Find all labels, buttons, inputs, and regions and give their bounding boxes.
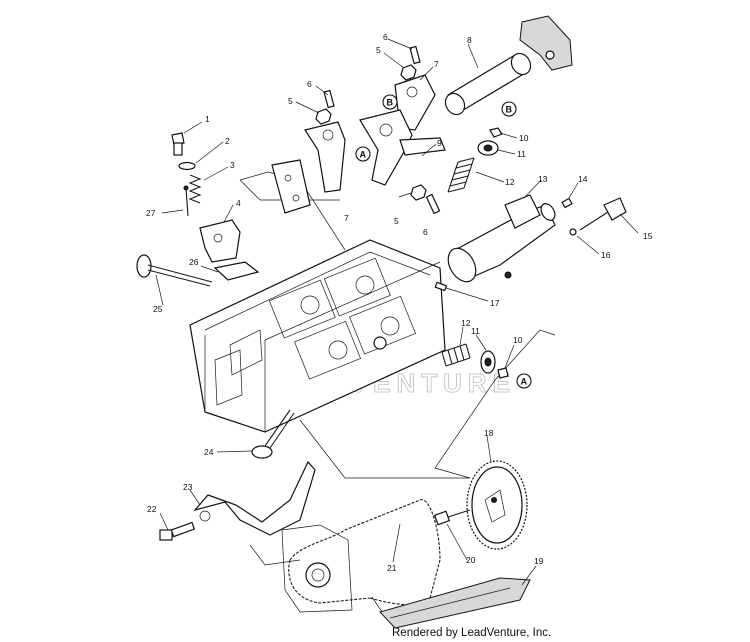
camshaft-part-13 xyxy=(447,194,556,283)
callout-4: 4 xyxy=(236,198,241,208)
callout-16: 16 xyxy=(601,250,611,260)
reference-marker-a-upper: A xyxy=(355,146,371,162)
rocker-arm-part-7-left xyxy=(304,121,346,193)
tensioner-blade-part-23 xyxy=(193,460,316,536)
svg-text:A: A xyxy=(360,150,367,160)
callout-7-upper: 7 xyxy=(434,59,439,69)
bolt-part-1 xyxy=(171,132,185,156)
callout-11-upper: 11 xyxy=(517,149,526,159)
callout-5-mid: 5 xyxy=(288,96,293,106)
keeper-part-10-lower xyxy=(497,367,509,379)
callout-20: 20 xyxy=(466,555,476,565)
cylinder-head xyxy=(189,239,446,433)
gasket-part-26 xyxy=(213,261,260,281)
leader-lines xyxy=(155,38,639,586)
callout-numbers: 1 2 3 4 5 5 5 6 6 6 7 7 8 9 10 10 11 11 … xyxy=(146,32,653,573)
callout-5-lower: 5 xyxy=(394,216,399,226)
rocker-shaft-bracket xyxy=(519,15,573,71)
callout-1: 1 xyxy=(205,114,210,124)
footer-credit: Rendered by LeadVenture, Inc. xyxy=(392,627,551,639)
spring-part-12-upper xyxy=(447,157,475,193)
callout-24: 24 xyxy=(204,447,214,457)
pin-part-27 xyxy=(183,185,189,217)
chain-guide-part-19 xyxy=(379,577,531,629)
crankcase-section xyxy=(281,524,353,613)
callout-14: 14 xyxy=(578,174,588,184)
callout-25: 25 xyxy=(153,304,163,314)
nut-part-5-mid xyxy=(315,108,332,125)
reference-marker-b-upper: B xyxy=(382,94,398,110)
rocker-pedestal xyxy=(271,159,311,214)
callout-12-upper: 12 xyxy=(505,177,515,187)
callout-22: 22 xyxy=(147,504,157,514)
spring-part-12-lower xyxy=(441,343,471,367)
nut-part-5-lower xyxy=(410,184,427,201)
pin-part-14 xyxy=(561,197,573,209)
callout-26: 26 xyxy=(189,257,199,267)
callout-18: 18 xyxy=(484,428,494,438)
svg-text:B: B xyxy=(387,98,394,108)
callout-27: 27 xyxy=(146,208,156,218)
callout-21: 21 xyxy=(387,563,397,573)
callout-7-lower: 7 xyxy=(344,213,349,223)
reference-marker-a-lower: A xyxy=(516,373,532,389)
valve-part-24 xyxy=(251,409,295,459)
callout-10-upper: 10 xyxy=(519,133,529,143)
tensioner-part-4 xyxy=(199,219,241,263)
callout-10-lower: 10 xyxy=(513,335,523,345)
callout-3: 3 xyxy=(230,160,235,170)
cam-sprocket-part-18 xyxy=(466,460,528,550)
dowel-part-17 xyxy=(434,281,448,292)
callout-17: 17 xyxy=(490,298,500,308)
shaft-part-15 xyxy=(579,197,627,231)
bolt-part-20 xyxy=(433,509,471,526)
callout-19: 19 xyxy=(534,556,544,566)
retainer-part-11-upper xyxy=(477,140,499,156)
callout-23: 23 xyxy=(183,482,193,492)
keeper-part-10-upper xyxy=(489,127,503,138)
adjuster-part-6-upper xyxy=(409,45,421,65)
callout-11-lower: 11 xyxy=(471,326,480,336)
spring-part-3 xyxy=(188,174,202,204)
timing-chain-part-21 xyxy=(288,499,441,606)
svg-text:B: B xyxy=(506,105,513,115)
svg-text:A: A xyxy=(521,377,528,387)
rocker-shaft-part-8 xyxy=(444,52,532,116)
callout-15: 15 xyxy=(643,231,653,241)
reference-marker-b-right: B xyxy=(501,101,517,117)
nut-part-5-upper xyxy=(400,64,417,81)
callout-6-upper: 6 xyxy=(383,32,388,42)
callout-5-upper: 5 xyxy=(376,45,381,55)
callout-8: 8 xyxy=(467,35,472,45)
washer-part-2 xyxy=(178,161,196,171)
callout-6-lower: 6 xyxy=(423,227,428,237)
callout-12-lower: 12 xyxy=(461,318,471,328)
callout-9: 9 xyxy=(437,138,442,148)
pin-part-16 xyxy=(569,228,577,236)
adjuster-part-6-lower xyxy=(425,193,441,215)
rocker-arm-part-9 xyxy=(359,109,446,186)
callout-13: 13 xyxy=(538,174,548,184)
valve-part-25 xyxy=(136,254,213,287)
pivot-bolt-part-22 xyxy=(159,521,196,541)
callout-6-mid: 6 xyxy=(307,79,312,89)
adjuster-part-6-mid xyxy=(323,89,335,109)
retainer-part-11-lower xyxy=(480,350,496,374)
callout-2: 2 xyxy=(225,136,230,146)
